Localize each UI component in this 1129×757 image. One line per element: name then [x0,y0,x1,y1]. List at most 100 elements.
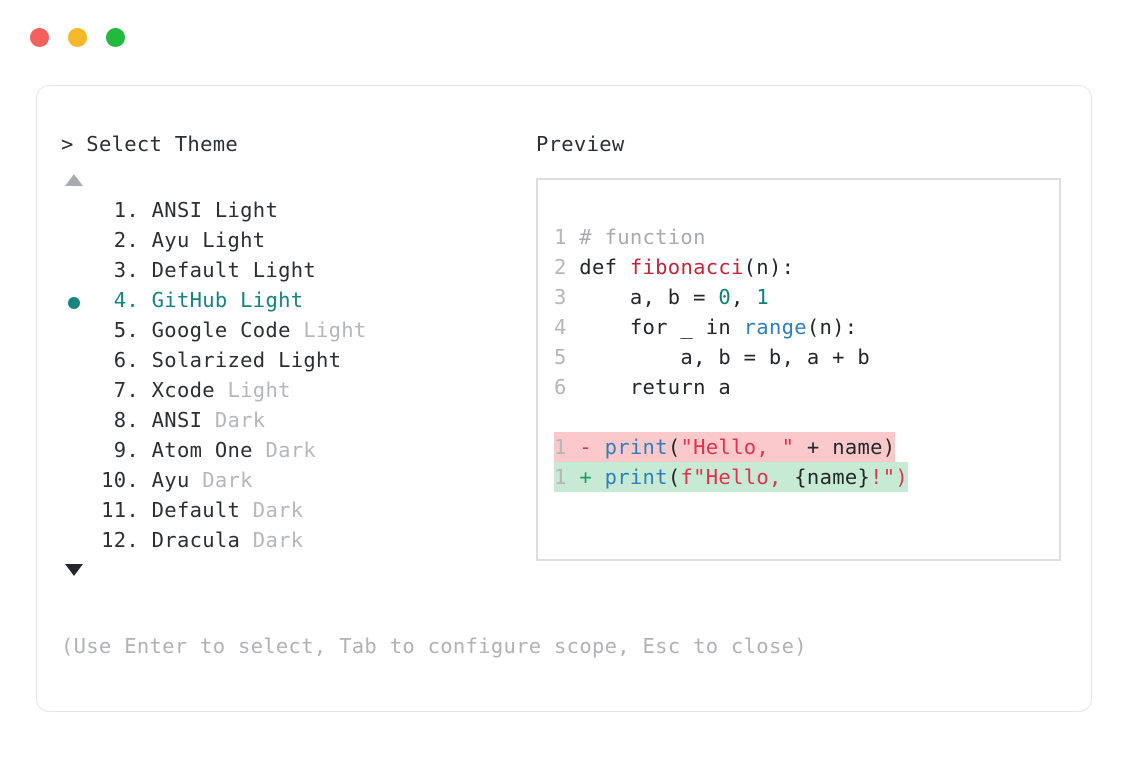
theme-item-index: 1. [113,198,139,222]
page-title: Select Theme [86,132,239,156]
theme-selector-header: > Select Theme [61,132,531,156]
theme-item-index: 12. [101,528,139,552]
index-gap [139,198,152,222]
code-token-plain: return a [566,375,732,399]
code-blank-line [538,402,1059,432]
theme-list-item[interactable]: 2. Ayu Light [61,228,531,258]
theme-list-item[interactable]: 12. Dracula Dark [61,528,531,558]
code-token-builtin: print [604,465,668,489]
theme-item-variant: Dark [252,438,317,462]
code-token-num: 0 [718,285,732,309]
theme-item-index: 10. [101,468,139,492]
theme-item-variant: Light [265,348,342,372]
index-gap [139,258,152,282]
scroll-up-arrow-icon[interactable] [65,174,83,186]
code-line-content: 4 for _ in range(n): [554,312,857,342]
index-gap [139,378,152,402]
code-line-number: 6 [554,375,567,399]
theme-item-variant: Light [202,198,279,222]
theme-item-variant: Light [214,378,291,402]
theme-item-name: Default [151,498,241,522]
code-token-plain: + name) [794,435,896,459]
theme-item-variant: Dark [240,528,304,552]
code-token-plain [592,432,605,462]
code-line-content: 2 def fibonacci(n): [554,252,794,282]
maximize-window-dot[interactable] [106,28,125,47]
code-token-plain: a, b = [566,285,719,309]
index-gap [139,288,152,312]
theme-item-name: GitHub [151,288,228,312]
theme-item-name: Default [151,258,241,282]
code-token-plain: , [731,285,757,309]
code-token-str: f"Hello, [680,465,795,489]
code-token-str: "Hello, " [680,435,795,459]
index-gap [139,438,152,462]
code-line: 2 def fibonacci(n): [538,252,1059,282]
theme-item-name: Solarized [151,348,266,372]
theme-item-variant: Light [290,318,367,342]
scroll-down-arrow-icon[interactable] [65,564,83,576]
theme-list-item[interactable]: 1. ANSI Light [61,198,531,228]
theme-item-index: 5. [113,318,139,342]
code-token-plain: for _ in [566,315,744,339]
theme-item-variant: Dark [202,408,266,432]
close-window-dot[interactable] [30,28,49,47]
theme-item-variant: Light [189,228,266,252]
code-line-content: 1 + print(f"Hello, {name}!") [554,462,909,492]
theme-item-index: 3. [113,258,139,282]
code-token-plain: (n): [806,315,858,339]
code-line-number: 1 [554,435,567,459]
theme-list-item[interactable]: 11. Default Dark [61,498,531,528]
theme-list-item[interactable]: 8. ANSI Dark [61,408,531,438]
code-line-number: 2 [554,255,567,279]
code-token-comment: # function [566,225,706,249]
code-diff-line: 1 - print("Hello, " + name) [538,432,1059,462]
selected-bullet-icon [68,297,80,309]
theme-item-name: Ayu [151,468,190,492]
preview-title: Preview [536,132,625,156]
code-token-plain [592,462,605,492]
theme-list-item[interactable]: 5. Google Code Light [61,318,531,348]
prompt-symbol: > [61,132,87,156]
theme-item-index: 7. [113,378,139,402]
theme-item-index: 4. [113,288,139,312]
code-line-number: 4 [554,315,567,339]
theme-list-item[interactable]: 9. Atom One Dark [61,438,531,468]
code-line: 1 # function [538,222,1059,252]
index-gap [139,318,152,342]
theme-item-index: 6. [113,348,139,372]
code-token-plain: def [566,255,630,279]
code-token-func: fibonacci [629,255,744,279]
theme-list-item[interactable]: 3. Default Light [61,258,531,288]
theme-item-name: Dracula [151,528,241,552]
theme-item-index: 2. [113,228,139,252]
theme-item-index: 9. [113,438,139,462]
code-token-sign-add: + [579,465,592,489]
code-token-sign-del: - [579,435,592,459]
minimize-window-dot[interactable] [68,28,87,47]
code-token-num: 1 [756,285,769,309]
theme-item-index: 8. [113,408,139,432]
theme-item-index: 11. [101,498,139,522]
theme-list-item[interactable]: 10. Ayu Dark [61,468,531,498]
theme-list-item[interactable]: 4. GitHub Light [61,288,531,318]
theme-item-variant: Light [240,258,317,282]
code-line-number: 5 [554,345,567,369]
code-token-plain: ( [667,465,681,489]
index-gap [139,498,152,522]
code-token-builtin: range [743,315,807,339]
theme-list-item[interactable]: 7. Xcode Light [61,378,531,408]
code-line-content: 6 return a [554,372,731,402]
index-gap [139,528,152,552]
code-line-number: 3 [554,285,567,309]
code-token-builtin: print [604,435,668,459]
code-line: 5 a, b = b, a + b [538,342,1059,372]
code-line: 6 return a [538,372,1059,402]
selection-bullet-cell [61,297,93,309]
theme-item-name: ANSI [151,408,203,432]
theme-list-item[interactable]: 6. Solarized Light [61,348,531,378]
